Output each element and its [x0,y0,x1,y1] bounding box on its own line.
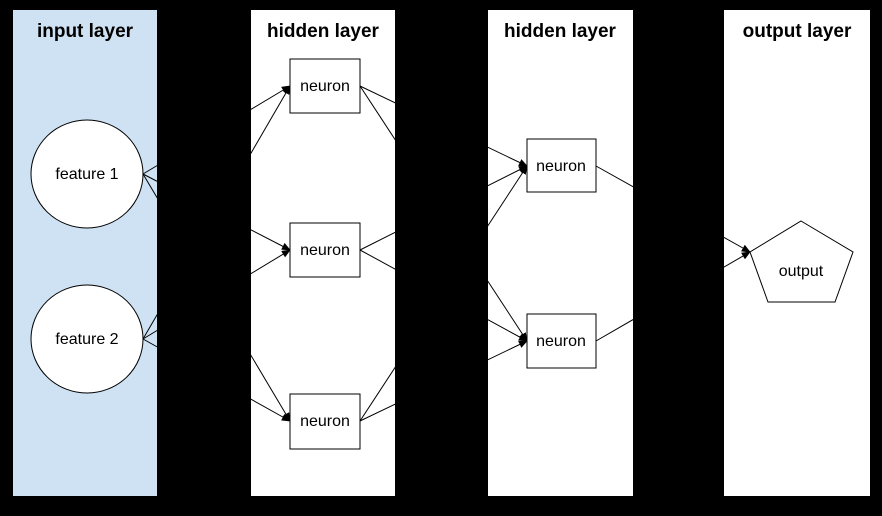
input-layer-title: input layer [37,21,134,42]
hidden1-neuron1-label: neuron [300,78,350,95]
hidden2-neuron2-label: neuron [536,333,586,350]
output-node [749,220,854,303]
hidden-layer-1-title: hidden layer [267,21,380,42]
hidden-layer-2-panel [488,10,633,496]
hidden2-neuron2-node [526,313,597,369]
hidden1-neuron3-label: neuron [300,413,350,430]
input-layer-panel [13,10,157,496]
feature2-node [30,284,144,394]
output-label: output [779,263,824,280]
hidden-layer-2-title: hidden layer [504,21,617,42]
output-layer-title: output layer [743,21,852,42]
feature1-label: feature 1 [55,166,118,183]
hidden1-neuron3-node [289,393,361,450]
hidden1-neuron2-label: neuron [300,242,350,259]
hidden1-neuron1-node [289,58,361,114]
feature2-label: feature 2 [55,331,118,348]
hidden1-neuron2-node [289,222,361,278]
feature1-node [30,119,144,229]
hidden2-neuron1-node [526,138,597,193]
hidden2-neuron1-label: neuron [536,158,586,175]
